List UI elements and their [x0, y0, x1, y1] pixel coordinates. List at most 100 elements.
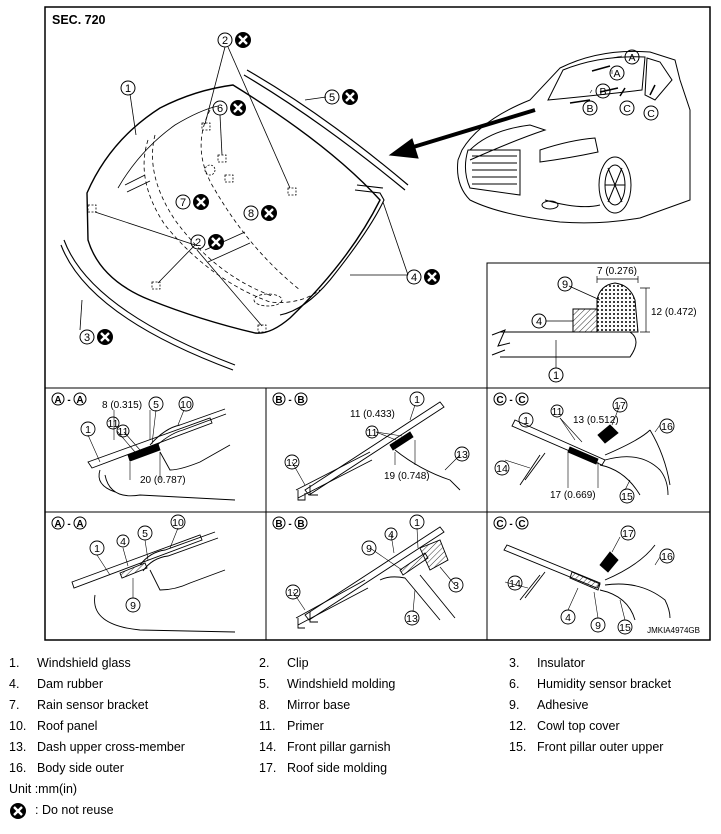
legend-label: Windshield molding — [287, 677, 396, 691]
svg-text:11: 11 — [367, 427, 378, 439]
svg-text:4: 4 — [388, 529, 394, 541]
legend-label: Dam rubber — [37, 677, 103, 691]
svg-text:B: B — [297, 519, 304, 530]
legend-label: Roof panel — [37, 719, 98, 733]
svg-text:15: 15 — [621, 491, 633, 503]
svg-text:11 (0.433): 11 (0.433) — [350, 409, 395, 420]
dam-rubber — [279, 184, 385, 316]
svg-text:2: 2 — [222, 35, 228, 47]
svg-text:B: B — [586, 103, 593, 115]
section-a-top: 1 11 11 5 10 8 (0.315) 20 (0.787) — [80, 396, 236, 501]
svg-text:A: A — [54, 395, 61, 406]
windshield-glass — [86, 84, 381, 334]
svg-text:17: 17 — [622, 528, 634, 540]
legend-label: Front pillar garnish — [287, 740, 391, 754]
legend-row: 4.Dam rubber 5.Windshield molding 6.Humi… — [9, 677, 721, 697]
svg-text:17: 17 — [614, 400, 626, 412]
legend-label: Rain sensor bracket — [37, 698, 149, 712]
svg-text:-: - — [288, 519, 291, 530]
legend-label: Front pillar outer upper — [537, 740, 664, 754]
svg-text:A: A — [613, 68, 620, 80]
figure-code: JMKIA4974GB — [647, 626, 700, 635]
svg-text:6: 6 — [217, 103, 223, 115]
legend-row: 10.Roof panel 11.Primer 12.Cowl top cove… — [9, 719, 721, 739]
legend-number: 17. — [259, 761, 277, 775]
svg-text:C: C — [496, 395, 503, 406]
svg-text:16: 16 — [661, 551, 673, 563]
legend-number: 12. — [509, 719, 527, 733]
svg-text:-: - — [288, 395, 291, 406]
legend-label: Body side outer — [37, 761, 124, 775]
adhesive-detail: 9 4 1 7 (0.276) 12 (0.472) — [486, 262, 711, 389]
legend-label: Insulator — [537, 656, 585, 670]
legend-label: Primer — [287, 719, 324, 733]
svg-text:11: 11 — [118, 426, 129, 438]
svg-text:C: C — [623, 103, 631, 115]
svg-text:14: 14 — [496, 463, 508, 475]
car-illustration — [457, 50, 691, 224]
section-label: SEC. 720 — [52, 13, 106, 27]
main-callouts: 1 2 6 5 7 8 2 4 3 — [79, 30, 442, 347]
legend-row: 16.Body side outer 17.Roof side molding — [9, 761, 721, 781]
parts-diagram: SEC. 720 1 2 — [44, 6, 711, 641]
leader-lines — [79, 46, 409, 331]
legend-row: 7.Rain sensor bracket 8.Mirror base 9.Ad… — [9, 698, 721, 718]
legend-row: 1.Windshield glass 2.Clip 3.Insulator — [9, 656, 721, 676]
svg-text:1: 1 — [85, 424, 91, 436]
svg-text:5: 5 — [142, 528, 148, 540]
section-b-top: 1 11 12 13 11 (0.433) 19 (0.748) — [284, 391, 470, 501]
svg-text:A: A — [76, 519, 83, 530]
svg-text:4: 4 — [565, 612, 571, 624]
legend-label: Adhesive — [537, 698, 589, 712]
svg-text:-: - — [509, 519, 512, 530]
insulator — [60, 239, 236, 371]
legend-number: 9. — [509, 698, 520, 712]
legend-number: 2. — [259, 656, 270, 670]
svg-text:9: 9 — [595, 620, 601, 632]
svg-text:B: B — [275, 519, 282, 530]
legend-number: 14. — [259, 740, 277, 754]
svg-text:B: B — [599, 86, 606, 98]
svg-text:-: - — [509, 395, 512, 406]
svg-text:2: 2 — [195, 237, 201, 249]
svg-text:C: C — [518, 395, 525, 406]
svg-text:1: 1 — [414, 517, 420, 529]
svg-text:5: 5 — [329, 92, 335, 104]
svg-text:A: A — [628, 52, 635, 64]
svg-text:9: 9 — [130, 600, 136, 612]
svg-text:A: A — [54, 519, 61, 530]
svg-text:3: 3 — [453, 580, 459, 592]
svg-text:8 (0.315): 8 (0.315) — [102, 400, 142, 411]
svg-text:12 (0.472): 12 (0.472) — [651, 307, 697, 318]
svg-text:15: 15 — [619, 622, 631, 634]
svg-text:1: 1 — [125, 83, 131, 95]
legend-number: 4. — [9, 677, 20, 691]
svg-text:-: - — [67, 395, 70, 406]
section-grid — [45, 387, 710, 640]
direction-arrow — [388, 108, 536, 159]
svg-text:16: 16 — [661, 421, 673, 433]
legend-number: 15. — [509, 740, 527, 754]
svg-text:C: C — [496, 519, 503, 530]
svg-text:13: 13 — [406, 613, 418, 625]
svg-text:19 (0.748): 19 (0.748) — [384, 471, 430, 482]
svg-text:9: 9 — [562, 279, 568, 291]
svg-text:3: 3 — [84, 332, 90, 344]
svg-text:11: 11 — [108, 418, 119, 430]
legend-row: 13.Dash upper cross-member 14.Front pill… — [9, 740, 721, 760]
legend-label: Windshield glass — [37, 656, 131, 670]
do-not-reuse-icon — [10, 803, 26, 819]
section-a-bottom: 1 4 5 10 9 — [71, 514, 236, 633]
legend-label: Mirror base — [287, 698, 351, 712]
legend-label: Clip — [287, 656, 309, 670]
svg-text:1: 1 — [414, 394, 420, 406]
legend-number: 6. — [509, 677, 520, 691]
svg-text:12: 12 — [287, 587, 299, 599]
svg-text:4: 4 — [411, 272, 417, 284]
svg-text:C: C — [647, 108, 655, 120]
svg-text:9: 9 — [366, 543, 372, 555]
legend-number: 3. — [509, 656, 520, 670]
section-titles: A - A B - B C - C A - A B - B C - C — [51, 392, 529, 530]
svg-text:C: C — [518, 519, 525, 530]
svg-text:4: 4 — [536, 316, 542, 328]
